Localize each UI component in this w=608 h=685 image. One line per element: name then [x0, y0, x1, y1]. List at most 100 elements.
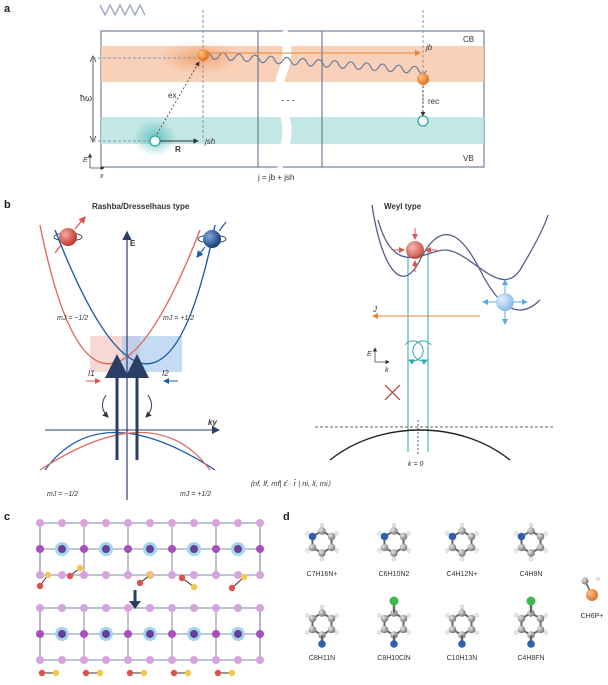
circular-arrow-left — [102, 394, 109, 418]
weyl-k0-label: k = 0 — [408, 461, 423, 468]
lattice-atom — [234, 571, 242, 579]
lattice-atom — [212, 571, 220, 579]
R-label: R — [175, 145, 181, 154]
lattice-atom — [168, 571, 176, 579]
lattice-center — [146, 630, 154, 638]
lattice-atom — [124, 571, 132, 579]
mj-label-right-bottom: mJ = +1/2 — [180, 491, 211, 498]
nitrogen-atom — [390, 640, 398, 648]
panel-b-weyl: Weyl type k = 0 J — [315, 202, 555, 468]
ky-label: ky — [208, 418, 217, 427]
spin-up-ball — [196, 221, 227, 258]
lattice-atom — [124, 604, 132, 612]
phosphorus-atom — [586, 589, 598, 601]
dipole-end-red — [66, 572, 74, 580]
lattice-atom — [190, 571, 198, 579]
molecule-2 — [445, 522, 479, 562]
molecule-formula-label: C7H16N+ — [307, 571, 338, 578]
spin-down-ball — [53, 216, 86, 254]
lattice-atom — [58, 656, 66, 664]
nitrogen-atom — [318, 640, 326, 648]
lattice-atom — [146, 604, 154, 612]
lattice-atom — [146, 519, 154, 527]
jsh-label: jsh — [204, 137, 216, 146]
dipole-end-red — [126, 669, 134, 677]
rashba-title: Rashba/Dresselhaus type — [92, 202, 190, 211]
lattice-atom — [146, 656, 154, 664]
weyl-band-lower — [329, 429, 511, 461]
photon-wave — [99, 3, 146, 17]
exciton-spring — [202, 51, 427, 75]
lattice-atom — [58, 604, 66, 612]
lattice-atom — [256, 656, 264, 664]
lattice-atom — [256, 571, 264, 579]
nitrogen-atom — [458, 640, 466, 648]
lattice-atom — [124, 545, 132, 553]
lattice-atom — [124, 656, 132, 664]
molecule-formula-label: C4H8FN — [517, 655, 544, 662]
panel-c-label: c — [4, 511, 11, 523]
lattice-atom — [80, 545, 88, 553]
I1-label: I1 — [88, 369, 95, 378]
lattice-atom — [212, 630, 220, 638]
lattice-atom — [80, 604, 88, 612]
mj-label-left-bottom: mJ = −1/2 — [47, 491, 78, 498]
lattice-center — [58, 545, 66, 553]
lattice-atom — [234, 604, 242, 612]
lattice-atom — [256, 519, 264, 527]
lattice-atom — [102, 519, 110, 527]
lattice-atom — [102, 656, 110, 664]
electron-end — [417, 73, 429, 85]
lattice-atom — [36, 630, 44, 638]
lattice-atom — [212, 519, 220, 527]
weyl-band-middle — [377, 214, 549, 280]
current-equation: j = jb + jsh — [257, 173, 294, 182]
lattice-atom — [124, 630, 132, 638]
nitrogen-atom — [527, 640, 535, 648]
lattice-atom — [256, 545, 264, 553]
panel-a: ħω jb ex rec R jsh - - - CB VB j = jb + … — [80, 3, 485, 182]
molecule-formula-label: C8H11N — [309, 655, 335, 662]
molecule-6 — [445, 604, 479, 648]
lattice-atom — [190, 604, 198, 612]
molecule-formula-label: C6H10N2 — [379, 571, 410, 578]
lattice-atom — [80, 630, 88, 638]
E-axis-label-b: E — [130, 239, 136, 248]
lattice-atom — [168, 604, 176, 612]
lattice-atom — [168, 630, 176, 638]
I2-label: I2 — [162, 369, 169, 378]
dipole-end-red — [228, 584, 236, 592]
lattice-atom — [212, 545, 220, 553]
matrix-element: ⟨nf, lf, mf| ε̂ · r̂ | ni, li, mi⟩ — [250, 479, 331, 488]
molecule-4 — [305, 604, 339, 648]
lattice-atom — [168, 656, 176, 664]
molecule-formula-label: C4H9N — [520, 571, 543, 578]
molecule-0 — [305, 522, 339, 562]
lattice-center — [234, 545, 242, 553]
molecule-formula-label: CH6P+ — [581, 613, 604, 620]
lattice-atom — [256, 630, 264, 638]
panel-b-label: b — [4, 199, 11, 211]
lattice-atom — [36, 519, 44, 527]
lattice-atom — [58, 519, 66, 527]
lattice-atom — [190, 656, 198, 664]
band-blue-lower — [44, 432, 216, 471]
molecule-formula-label: C8H10ClN — [377, 655, 410, 662]
lattice-atom — [80, 519, 88, 527]
lattice-atom — [168, 545, 176, 553]
dipole-end-yellow — [228, 669, 236, 677]
mj-label-left-top: mJ = −1/2 — [57, 315, 88, 322]
ex-label: ex — [168, 91, 176, 100]
dipole-end-yellow — [140, 669, 148, 677]
panel-b-rashba: Rashba/Dresselhaus type E ky I1 I2 mJ = … — [39, 202, 331, 500]
rec-label: rec — [428, 97, 439, 106]
lattice-atom — [102, 571, 110, 579]
E-axis-label: E — [83, 157, 88, 164]
vb-label: VB — [463, 154, 474, 163]
lattice-center — [102, 545, 110, 553]
lattice-atom — [212, 604, 220, 612]
ellipsis-dashes: - - - — [281, 95, 295, 105]
lattice-atom — [102, 604, 110, 612]
lattice-atom — [234, 656, 242, 664]
